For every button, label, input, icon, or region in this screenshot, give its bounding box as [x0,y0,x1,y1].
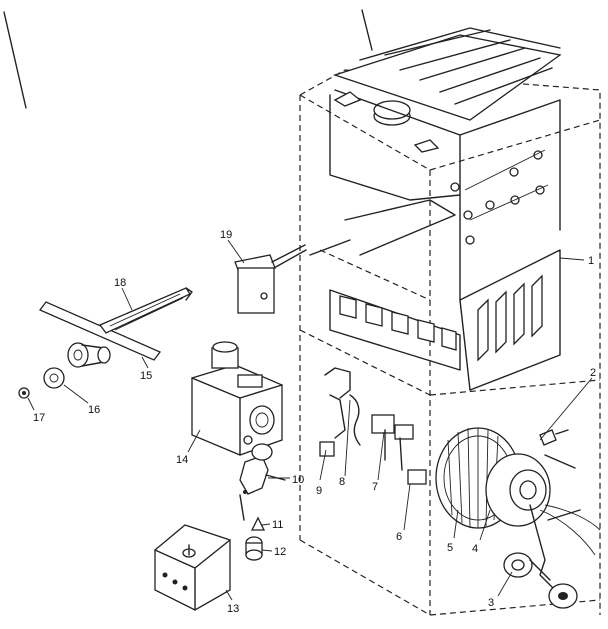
callout-9: 9 [316,485,322,497]
callout-3: 3 [488,597,494,609]
exchanger-bolts [450,150,545,245]
callout-6: 6 [396,531,402,543]
leader-lines [27,239,593,601]
heat-exchanger [309,27,562,391]
burner-ports [339,295,457,351]
callout-12: 12 [274,546,286,558]
furnace-cabinet-outline [299,69,601,616]
pilot-assembly-15 [67,342,111,368]
callout-8: 8 [339,476,345,488]
exchanger-louvers [477,274,543,362]
fitting-17 [18,387,30,399]
callout-19: 19 [220,229,232,241]
callout-5: 5 [447,542,453,554]
callout-10: 10 [292,474,304,486]
callout-16: 16 [88,404,100,416]
cone-11 [250,516,266,531]
callout-4: 4 [472,543,478,555]
orifice-16 [43,367,65,389]
blower-assembly [435,427,601,609]
ignition-control-13 [154,524,231,611]
callout-2: 2 [590,367,596,379]
limit-switch-19 [234,244,307,314]
stray-lines [3,9,373,109]
callout-labels: 1 2 3 4 5 6 7 8 9 10 11 12 13 14 15 16 1… [33,229,596,615]
gas-valve-14 [191,341,283,456]
control-board-area [319,367,427,485]
callout-17: 17 [33,412,45,424]
valve-fitting-10 [239,443,286,521]
callout-13: 13 [227,603,239,615]
callout-11: 11 [272,519,283,531]
screw-2 [539,429,569,446]
callout-1: 1 [588,255,594,267]
mounting-bracket-3 [503,552,578,609]
cap-12 [245,536,263,561]
callout-14: 14 [176,454,188,466]
callout-15: 15 [140,370,152,382]
pilot-bracket-18 [38,287,193,361]
callout-18: 18 [114,277,126,289]
callout-7: 7 [372,481,378,493]
